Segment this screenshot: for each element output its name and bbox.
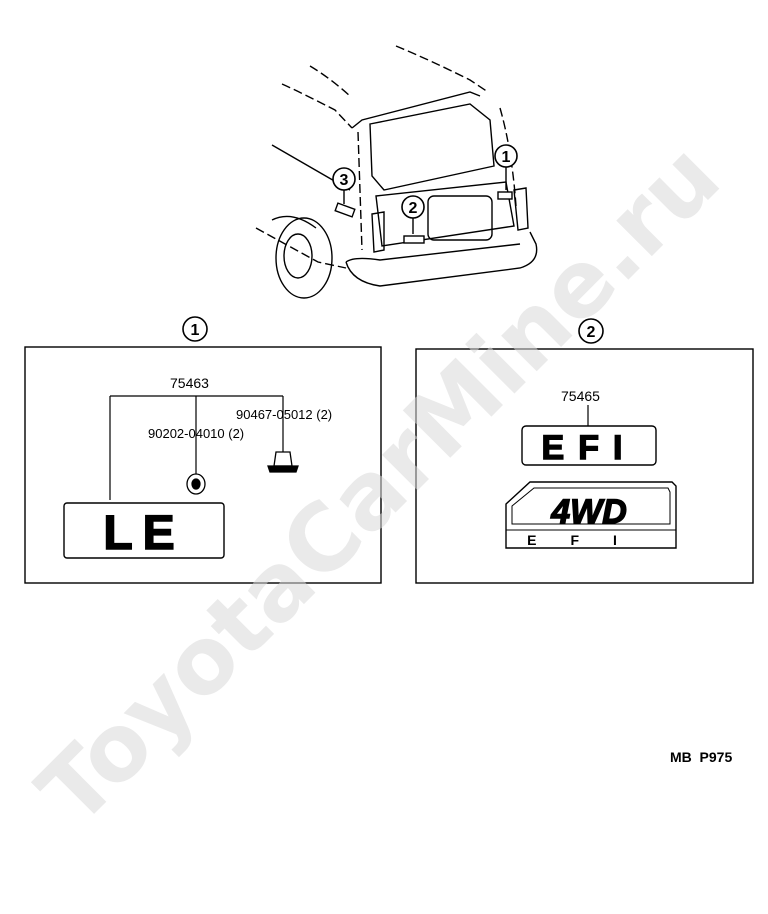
svg-text:4WD: 4WD — [550, 493, 627, 531]
emblem-efi: EFI — [521, 425, 657, 468]
callout-1-vehicle: 1 — [494, 144, 518, 168]
svg-text:2: 2 — [409, 200, 418, 217]
svg-text:EFI: EFI — [527, 532, 651, 548]
grommet-icon — [186, 473, 206, 495]
svg-text:EFI: EFI — [542, 429, 637, 467]
panel-1-frame — [24, 346, 382, 584]
emblem-4wd-efi: 4WD EFI — [505, 481, 677, 549]
svg-text:LE: LE — [103, 507, 184, 560]
vehicle-rear-illustration — [255, 45, 538, 299]
callout-2-vehicle: 2 — [401, 195, 425, 219]
watermark-text: ToyotaCarMine.ru — [18, 123, 740, 845]
svg-text:3: 3 — [340, 172, 349, 189]
panel-2-frame — [415, 348, 754, 584]
part-number-75465: 75465 — [561, 388, 600, 404]
part-number-screw: 90467-05012 (2) — [236, 407, 332, 422]
svg-text:1: 1 — [502, 149, 511, 166]
page-code: MB P975 — [670, 749, 732, 765]
svg-text:1: 1 — [191, 322, 200, 339]
emblem-le: LE — [63, 502, 225, 561]
callout-3-vehicle: 3 — [332, 167, 356, 191]
panel-1-leader-lines — [109, 395, 284, 500]
screw-clip-icon — [267, 451, 299, 473]
panel-1: 1 75463 90467-05012 (2) 90202-04010 (2) … — [24, 316, 382, 584]
panel-1-title: 1 — [182, 316, 208, 342]
panel-2: 2 75465 EFI 4WD EFI — [415, 318, 754, 584]
part-number-75463: 75463 — [170, 375, 209, 391]
svg-text:2: 2 — [587, 324, 596, 341]
panel-2-title: 2 — [578, 318, 604, 344]
